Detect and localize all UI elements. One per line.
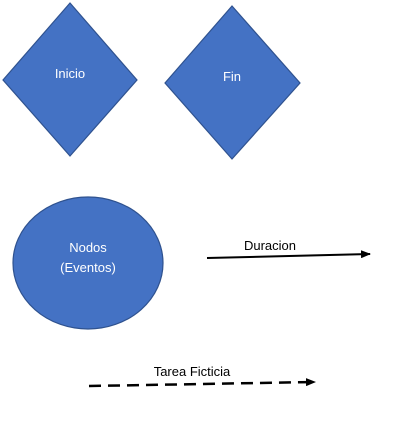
- dummy-task-arrow-group: Tarea Ficticia: [88, 364, 316, 388]
- end-diamond-shape: [164, 5, 301, 160]
- dummy-task-label: Tarea Ficticia: [154, 364, 231, 379]
- event-label-line2: (Eventos): [60, 260, 116, 275]
- duration-arrow: [206, 250, 371, 259]
- duration-label: Duracion: [244, 238, 296, 253]
- end-node: Fin: [164, 5, 301, 160]
- duration-arrow-group: Duracion: [206, 238, 371, 259]
- event-ellipse-shape: [12, 196, 164, 330]
- end-label: Fin: [223, 69, 241, 84]
- start-node: Inicio: [2, 2, 138, 157]
- event-label-line1: Nodos: [69, 240, 107, 255]
- start-diamond-shape: [2, 2, 138, 157]
- dummy-task-arrow: [88, 378, 316, 388]
- start-label: Inicio: [55, 66, 85, 81]
- event-node: Nodos (Eventos): [12, 196, 164, 330]
